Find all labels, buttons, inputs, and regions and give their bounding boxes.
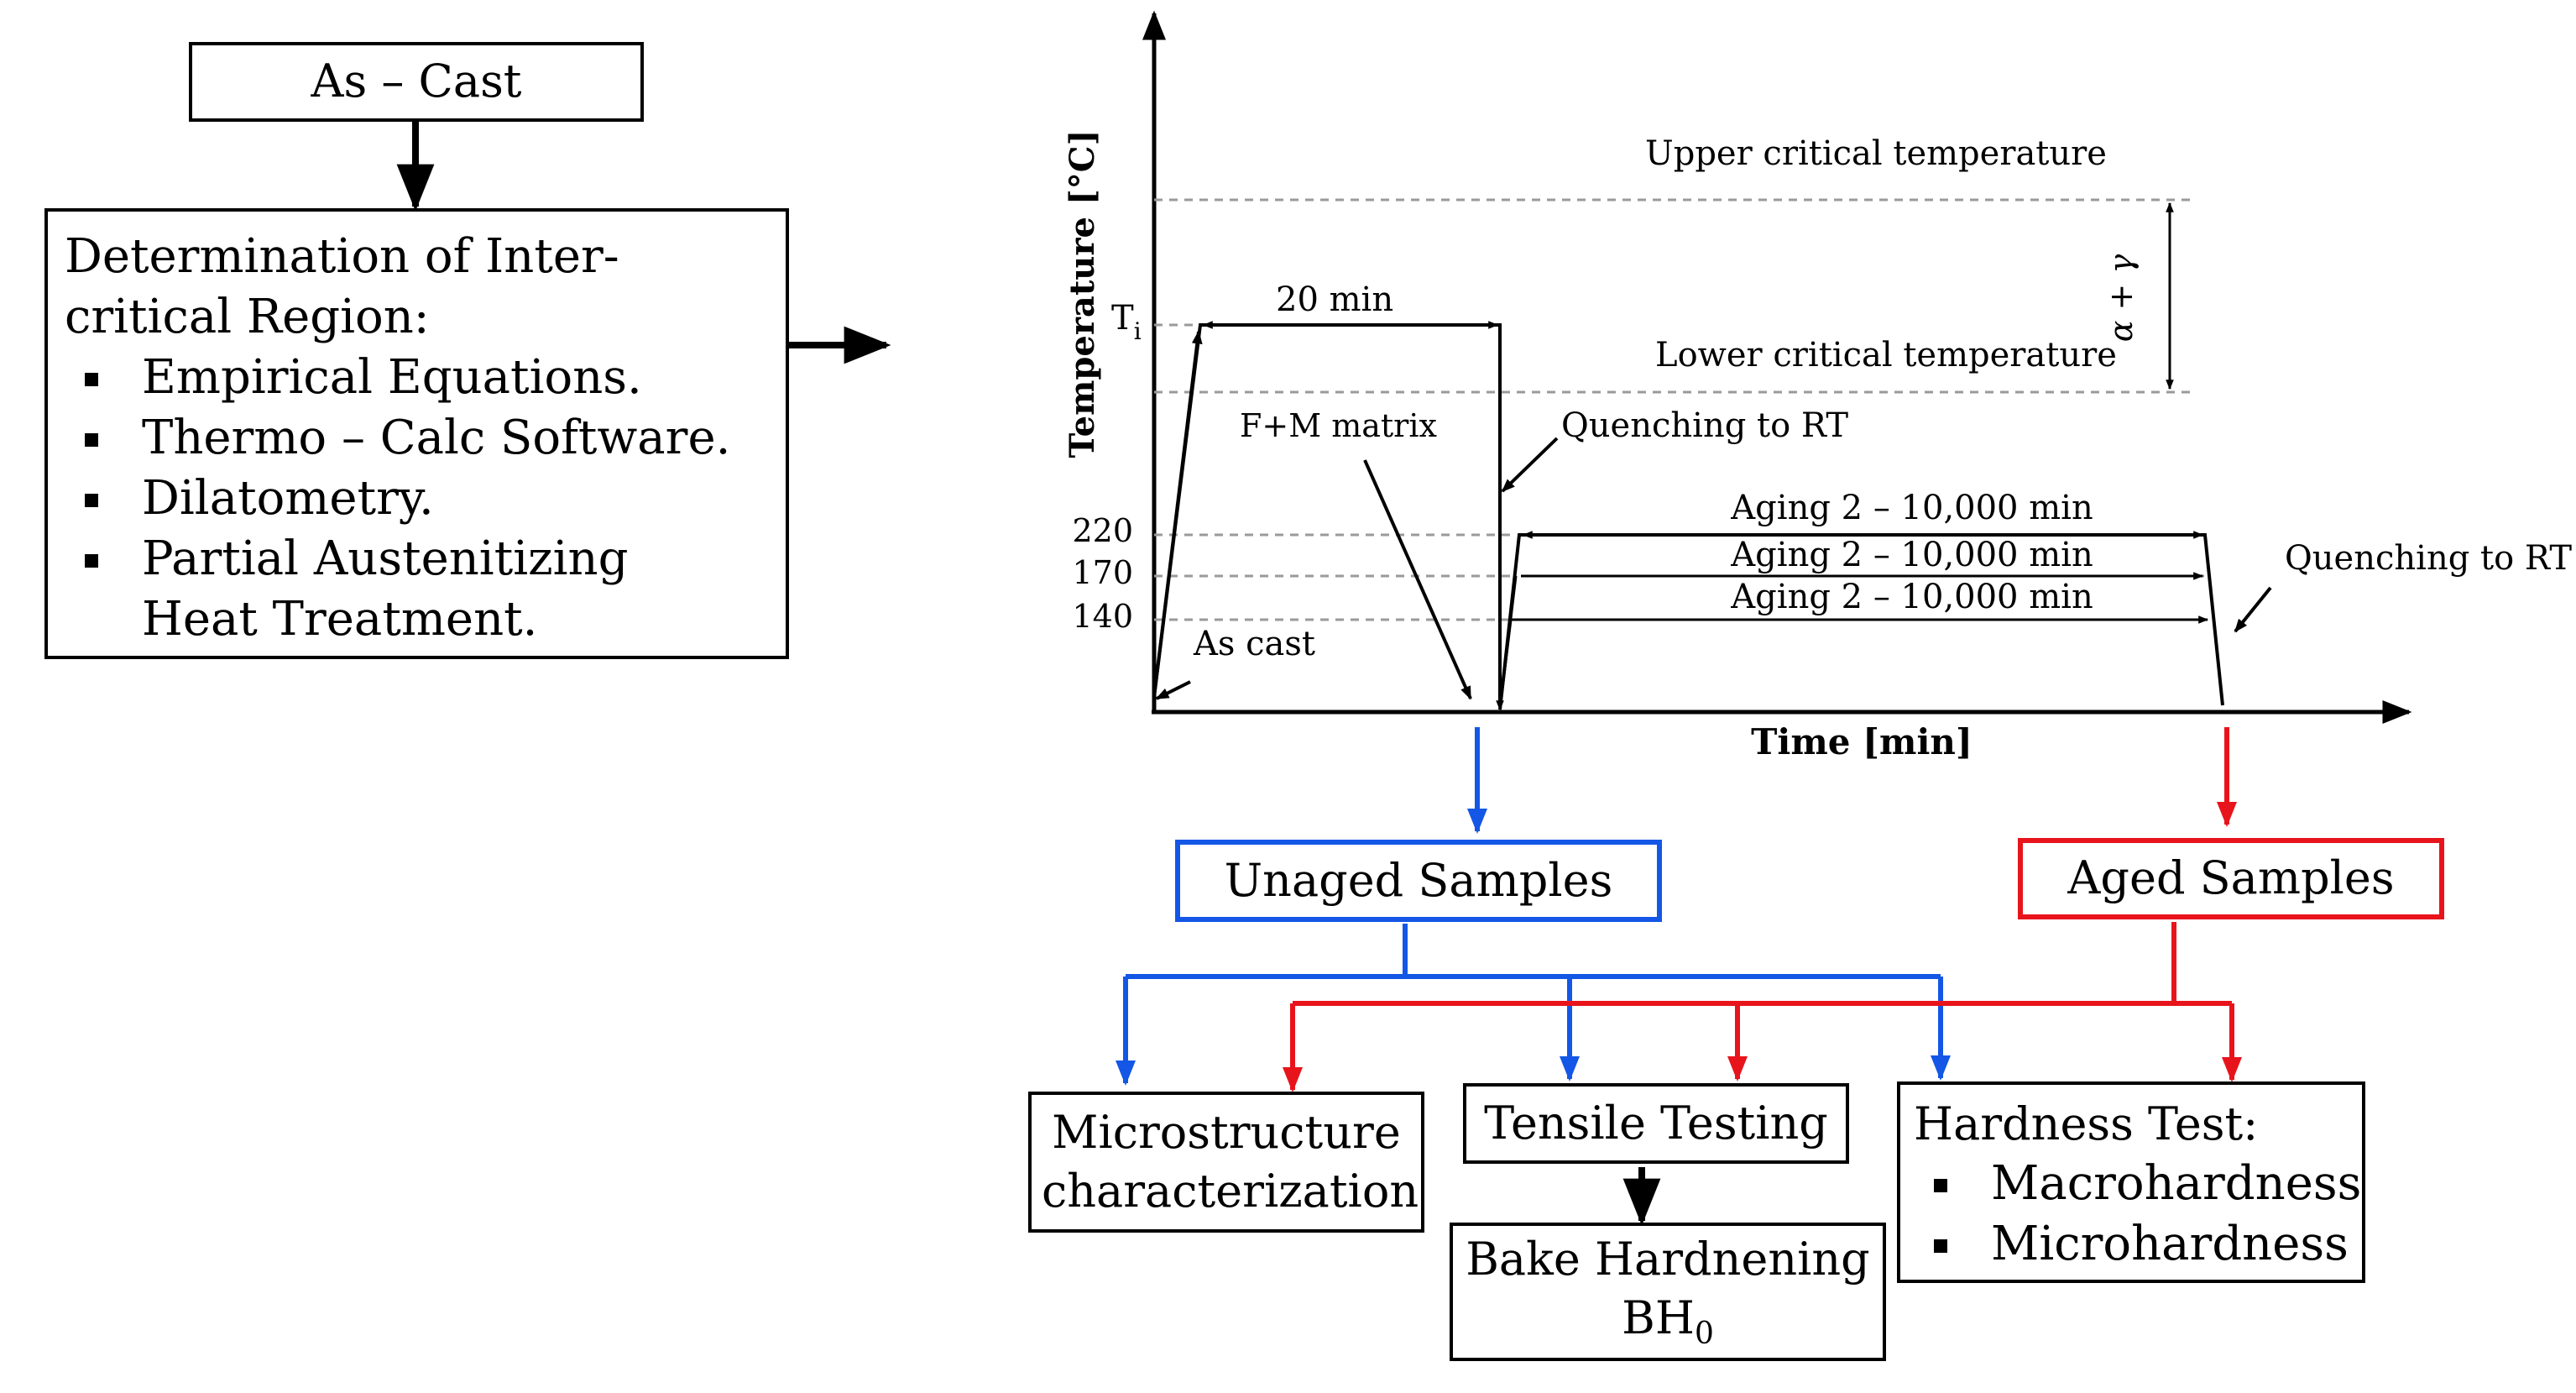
- list-item: Thermo – Calc Software.: [65, 408, 769, 469]
- as-cast-pointer: [1155, 680, 1191, 700]
- quench2-label: Quenching to RT: [2285, 539, 2572, 578]
- lower-critical-label: Lower critical temperature: [1655, 336, 2117, 374]
- alpha-gamma-label: α + γ: [2103, 254, 2140, 343]
- hold-time-label: 20 min: [1276, 280, 1393, 319]
- aged-samples-label: Aged Samples: [2067, 851, 2395, 905]
- hardness-test-box: Hardness Test: Macrohardness Microhardne…: [1897, 1081, 2365, 1283]
- microstructure-box: Microstructure characterization: [1028, 1092, 1424, 1233]
- tensile-testing-box: Tensile Testing: [1463, 1083, 1849, 1164]
- quench1-label: Quenching to RT: [1561, 406, 1848, 445]
- upper-critical-label: Upper critical temperature: [1645, 134, 2107, 173]
- list-item: Microhardness: [1914, 1214, 2349, 1275]
- aged-samples-box: Aged Samples: [2018, 838, 2444, 919]
- list-item: Empirical Equations.: [65, 348, 769, 408]
- as-cast-box: As – Cast: [189, 42, 644, 122]
- determination-list: Empirical Equations. Thermo – Calc Softw…: [65, 348, 769, 650]
- bake-hardening-label: Bake Hardnening: [1466, 1232, 1870, 1286]
- unaged-tree: [1116, 924, 1951, 1086]
- determination-box: Determination of Inter-critical Region: …: [44, 208, 789, 659]
- unaged-samples-box: Unaged Samples: [1175, 840, 1662, 922]
- hardness-heading: Hardness Test:: [1914, 1097, 2259, 1150]
- list-item: Partial Austenitizing Heat Treatment.: [65, 529, 713, 650]
- aging-label-140: Aging 2 – 10,000 min: [1730, 578, 2093, 616]
- tick-170: 170: [1072, 554, 1133, 591]
- aging-label-170: Aging 2 – 10,000 min: [1730, 536, 2093, 574]
- tensile-testing-label: Tensile Testing: [1484, 1096, 1828, 1149]
- aging-rise-170: [1498, 575, 1518, 710]
- bh0-label: BH0: [1622, 1291, 1714, 1351]
- fm-matrix-pointer: [1363, 459, 1472, 700]
- quench2-pointer: [2234, 586, 2272, 633]
- ti-label: Ti: [1111, 299, 1142, 345]
- unaged-samples-label: Unaged Samples: [1224, 853, 1613, 907]
- determination-heading: Determination of Inter-critical Region:: [65, 229, 619, 344]
- fm-matrix-label: F+M matrix: [1240, 407, 1437, 444]
- list-item: Macrohardness: [1914, 1154, 2361, 1214]
- tick-140: 140: [1072, 598, 1133, 635]
- hardness-list: Macrohardness Microhardness: [1914, 1154, 2361, 1275]
- microstructure-label: Microstructure characterization: [1042, 1105, 1419, 1218]
- list-item: Dilatometry.: [65, 469, 769, 529]
- aging-label-220: Aging 2 – 10,000 min: [1730, 489, 2093, 527]
- x-axis-label: Time [min]: [1751, 721, 1972, 762]
- bake-hardening-box: Bake Hardnening BH0: [1450, 1223, 1886, 1361]
- as-cast-label: As cast: [1193, 625, 1315, 663]
- as-cast-label: As – Cast: [311, 55, 522, 108]
- heating-arrow: [1152, 330, 1203, 698]
- y-axis-label: Temperature [°C]: [1063, 129, 1102, 458]
- aged-tree: [1283, 922, 2242, 1092]
- tick-220: 220: [1072, 512, 1133, 549]
- quench1-pointer: [1501, 437, 1559, 493]
